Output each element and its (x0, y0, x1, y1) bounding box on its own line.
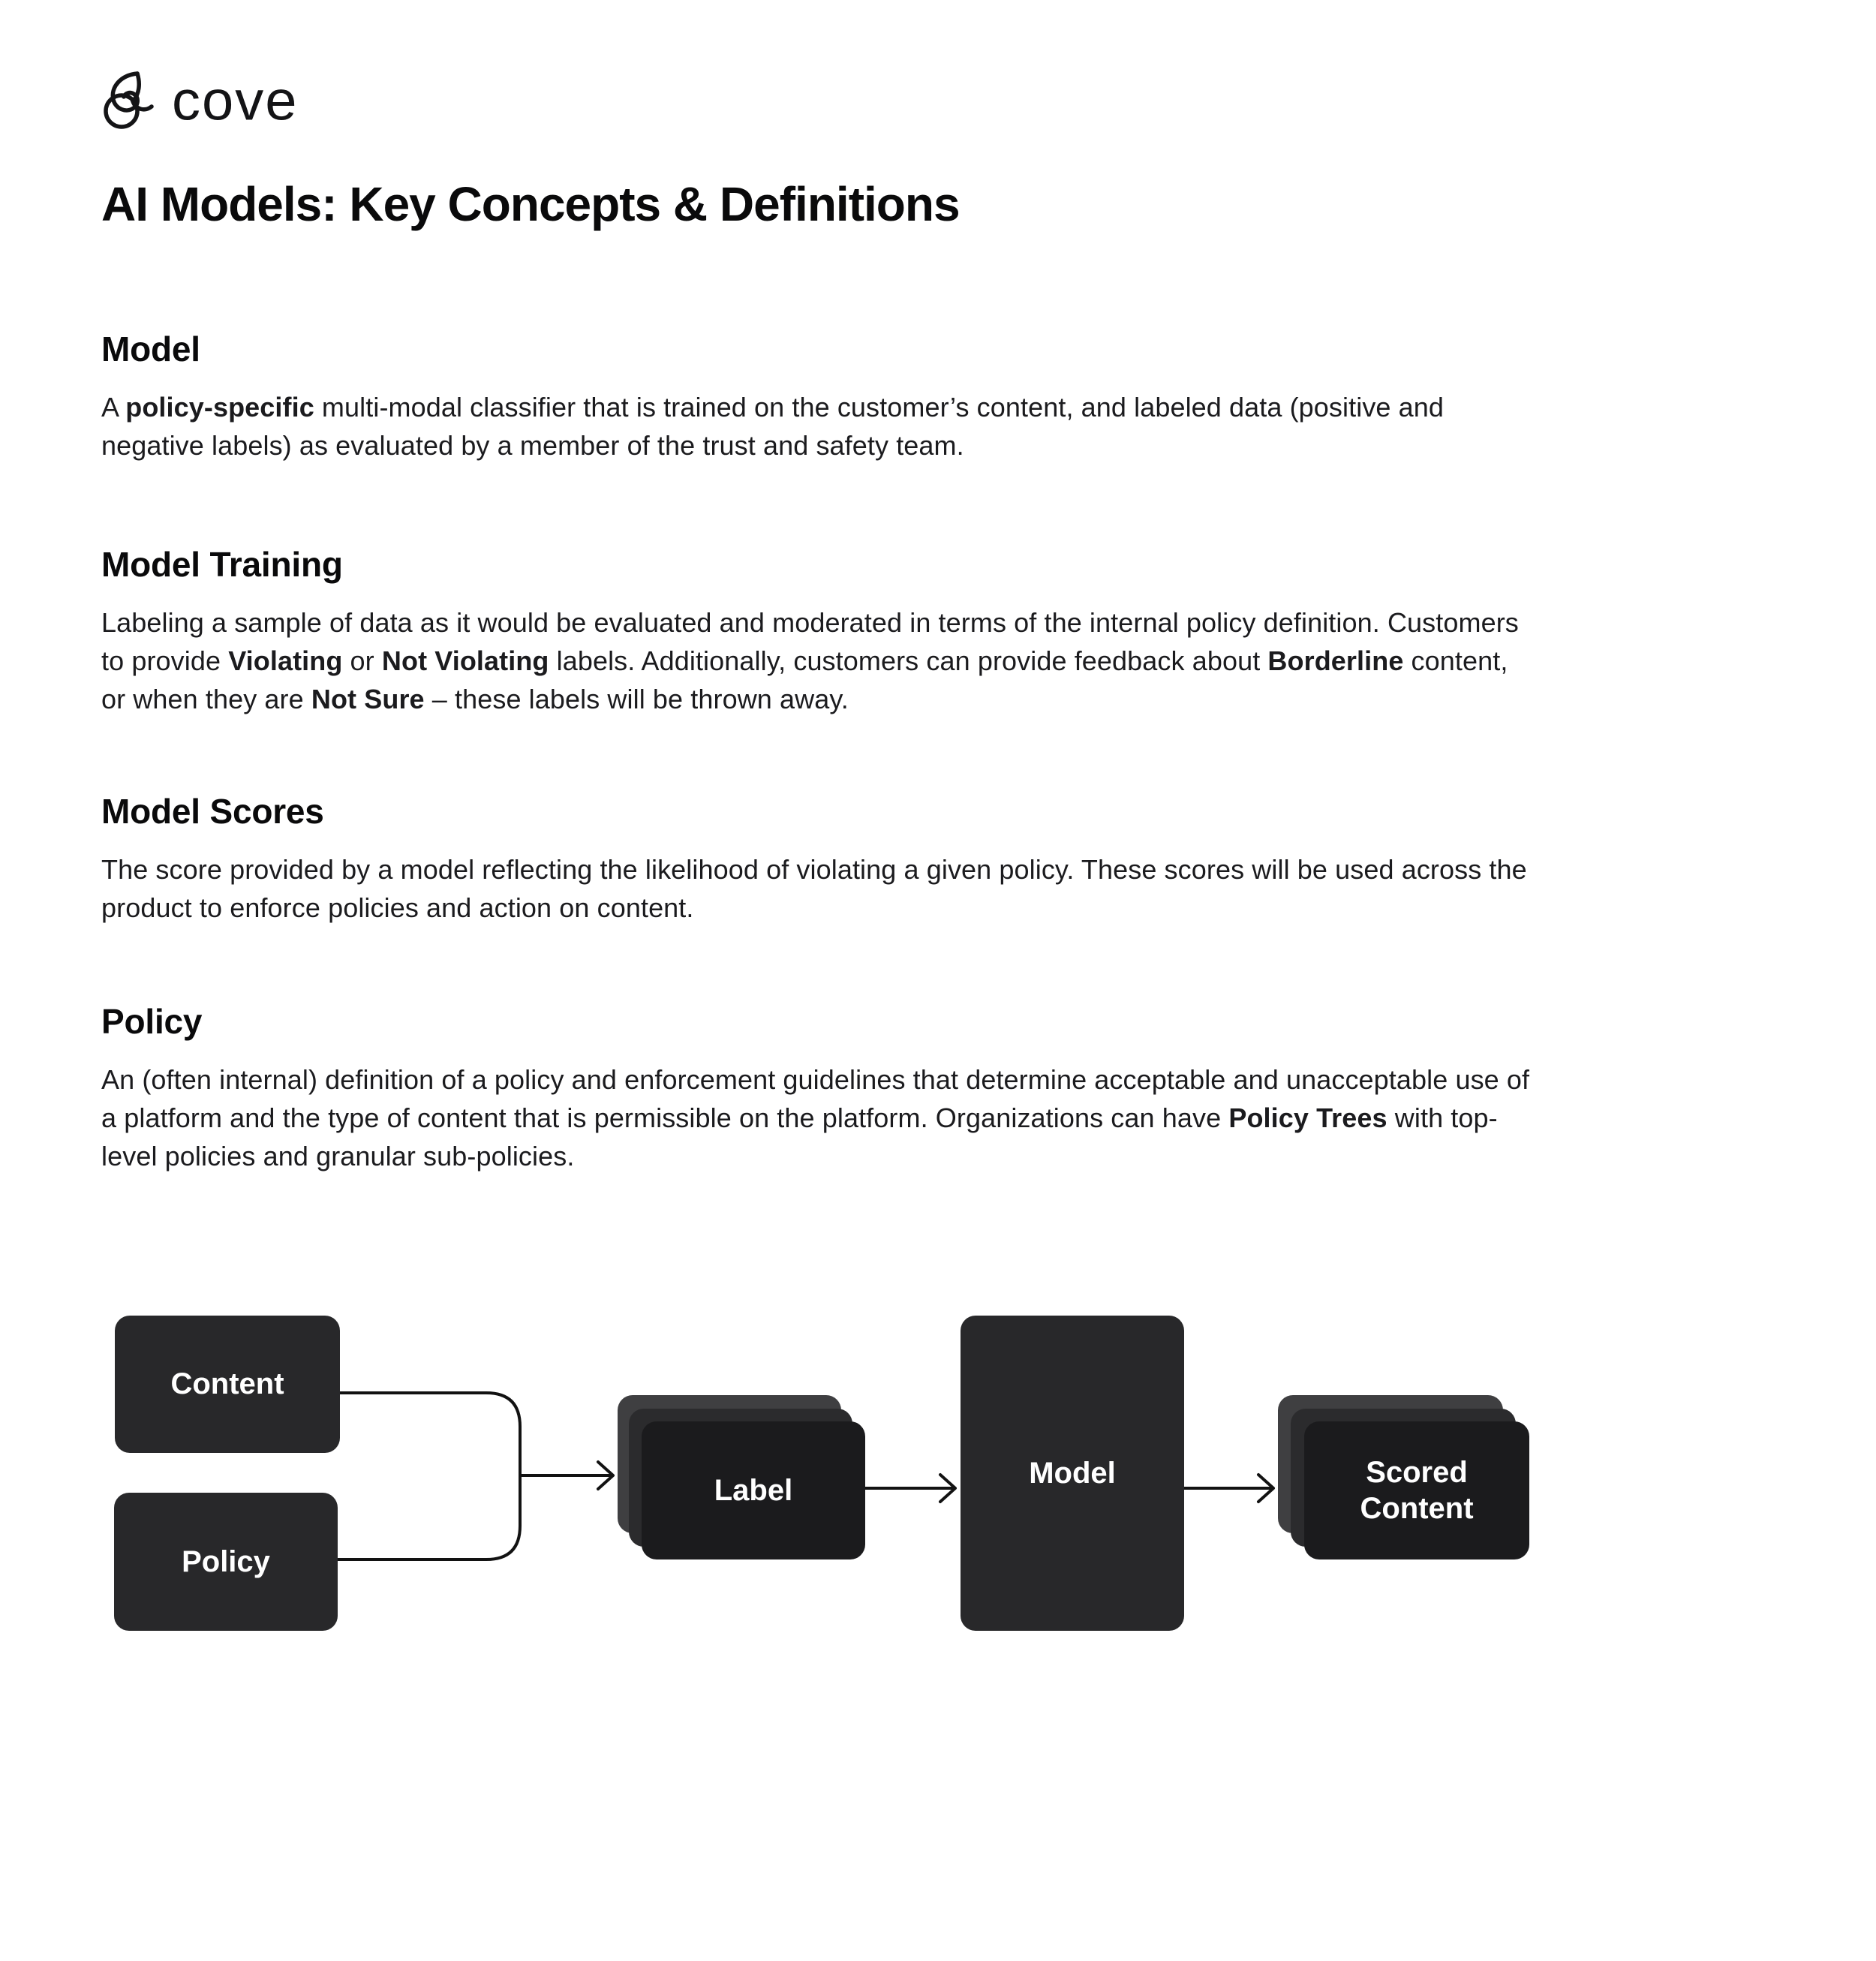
node-policy-label: Policy (182, 1544, 270, 1578)
node-model: Model (961, 1315, 1184, 1631)
label-card-front: Label (642, 1421, 865, 1559)
node-model-label: Model (1029, 1456, 1116, 1490)
section-model-training: Model Training Labeling a sample of data… (101, 544, 1876, 718)
page-title: AI Models: Key Concepts & Definitions (101, 177, 961, 231)
node-policy: Policy (114, 1492, 338, 1631)
cove-logo: cove (101, 68, 416, 135)
section-heading-model-scores: Model Scores (101, 791, 324, 831)
node-content: Content (115, 1315, 340, 1453)
node-label-label: Label (714, 1473, 793, 1507)
arrowhead-label-to-model (939, 1472, 957, 1503)
section-paragraph-policy: An (often internal) definition of a poli… (101, 1063, 1530, 1171)
node-content-label: Content (170, 1367, 284, 1401)
arrowhead-to-label (597, 1460, 615, 1490)
section-policy: Policy An (often internal) definition of… (101, 1001, 1876, 1175)
model-pipeline-diagram: Content Policy Label Model Scored Conten… (101, 1315, 1531, 1683)
section-paragraph-model-training: Labeling a sample of data as it would be… (101, 606, 1519, 714)
section-paragraph-model: A policy-specific multi-modal classifier… (101, 391, 1445, 461)
section-heading-model-training: Model Training (101, 544, 343, 584)
section-model: Model A policy-specific multi-modal clas… (101, 329, 1876, 465)
section-heading-model: Model (101, 329, 200, 368)
section-model-scores: Model Scores The score provided by a mod… (101, 791, 1876, 927)
node-scored-content-label: Scored Content (1360, 1455, 1474, 1525)
section-paragraph-model-scores: The score provided by a model reflecting… (101, 853, 1527, 923)
section-heading-policy: Policy (101, 1001, 203, 1041)
logo-wordmark: cove (172, 69, 299, 133)
cove-mark-icon (104, 71, 154, 129)
merge-connector-line (336, 1391, 522, 1561)
scored-card-front: Scored Content (1304, 1421, 1529, 1559)
arrowhead-model-to-scored (1257, 1472, 1275, 1503)
connector-lines (336, 1391, 1275, 1561)
